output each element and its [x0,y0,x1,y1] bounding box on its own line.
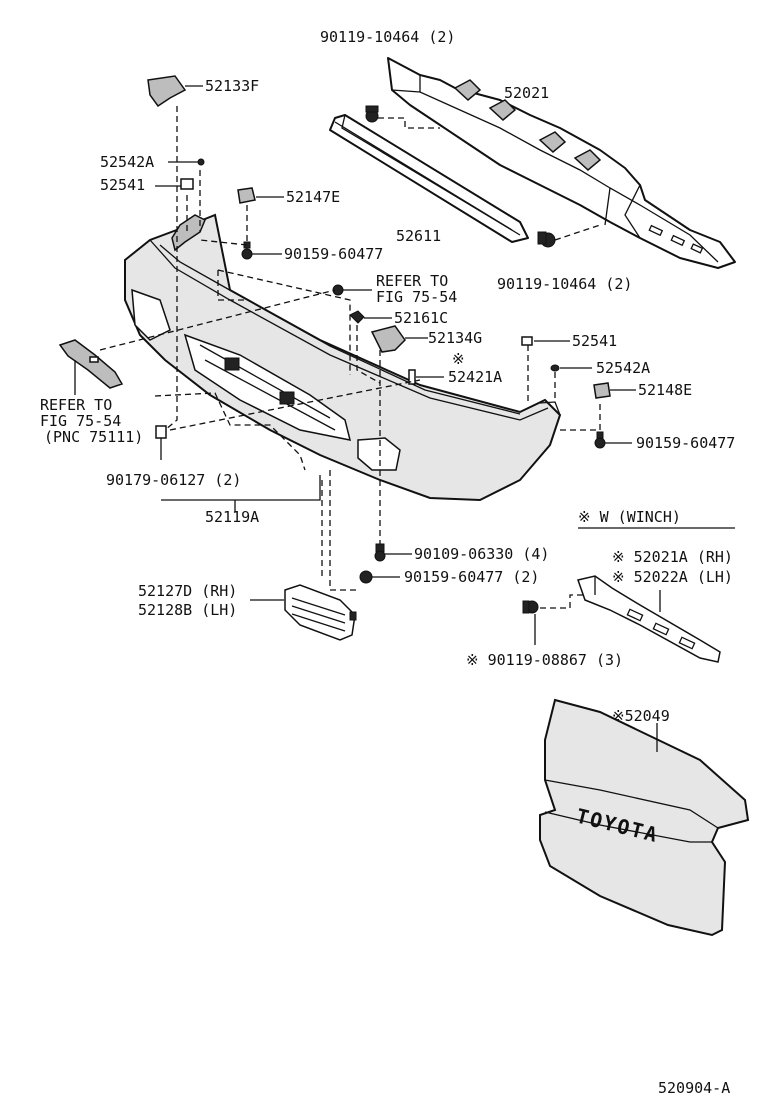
label-bracket-g: 52134G [428,329,482,347]
bolt-bottom-icon [374,543,386,562]
label-clip-a-right: 52542A [596,359,650,377]
retainer-e-icon [237,187,256,204]
label-pad-left: 52541 [100,176,145,194]
label-refer-top-1: REFER TO [376,272,448,290]
label-refer-left-3: (PNC 75111) [44,428,143,446]
label-seal: 52421A [448,368,502,386]
seal-icon [408,369,416,385]
callouts: 90119-10464 (2) 52021 52133F 52542A 5254… [40,28,735,1097]
label-bolt-right: 90119-10464 (2) [497,275,632,293]
pad-right-icon [521,336,533,346]
label-reinforcement: 52021 [504,84,549,102]
label-winch-header: ※ W (WINCH) [578,508,681,526]
label-screw-left: 90159-60477 [284,245,383,263]
label-screw-bottom: 90159-60477 (2) [404,568,539,586]
label-refer-top-2: FIG 75-54 [376,288,457,306]
label-bracket-top: 52133F [205,77,259,95]
label-grille-lh: 52128B (LH) [138,601,237,619]
label-screw-right: 90159-60477 [636,434,735,452]
screw-bottom-icon [359,570,373,584]
bumper-absorber [329,114,529,243]
label-clip-a-left: 52542A [100,153,154,171]
label-winch-lh: ※ 52022A (LH) [612,568,733,586]
label-winch-bolt: ※ 90119-08867 (3) [466,651,623,669]
fog-grille [284,584,357,641]
nut-icon [155,425,167,439]
label-retainer-e: 52147E [286,188,340,206]
clip-left-icon [197,158,205,166]
clip-right-icon [550,364,560,372]
bracket-g-icon [370,325,406,353]
screw-right-icon [594,431,606,449]
bolt-top-icon [365,105,379,123]
label-figure-number: 520904-A [658,1079,730,1097]
label-cover: 52119A [205,508,259,526]
winch-bolt-icon [522,600,539,614]
retainer-e2-icon [593,382,611,399]
label-refer-left-2: FIG 75-54 [40,412,121,430]
winch-cover [539,698,750,937]
label-absorber: 52611 [396,227,441,245]
label-winch-rh: ※ 52021A (RH) [612,548,733,566]
label-grille-rh: 52127D (RH) [138,582,237,600]
label-retainer-c: 52161C [394,309,448,327]
side-mount-bracket [171,214,206,252]
label-note-mark-1: ※ [452,350,465,368]
bumper-reinforcement [387,57,736,269]
label-retainer-e2: 52148E [638,381,692,399]
bumper-cover [124,213,562,502]
label-refer-left-1: REFER TO [40,396,112,414]
label-nut: 90179-06127 (2) [106,471,241,489]
pad-left-icon [180,178,194,190]
label-bolt-bottom: 90109-06330 (4) [414,545,549,563]
retainer-c-icon [349,310,365,324]
side-bracket-top [147,75,187,108]
winch-bracket [577,575,721,663]
label-winch-cover: ※52049 [612,707,670,725]
label-pad-right: 52541 [572,332,617,350]
bolt-right-icon [537,231,556,248]
label-bolt-top: 90119-10464 (2) [320,28,455,46]
